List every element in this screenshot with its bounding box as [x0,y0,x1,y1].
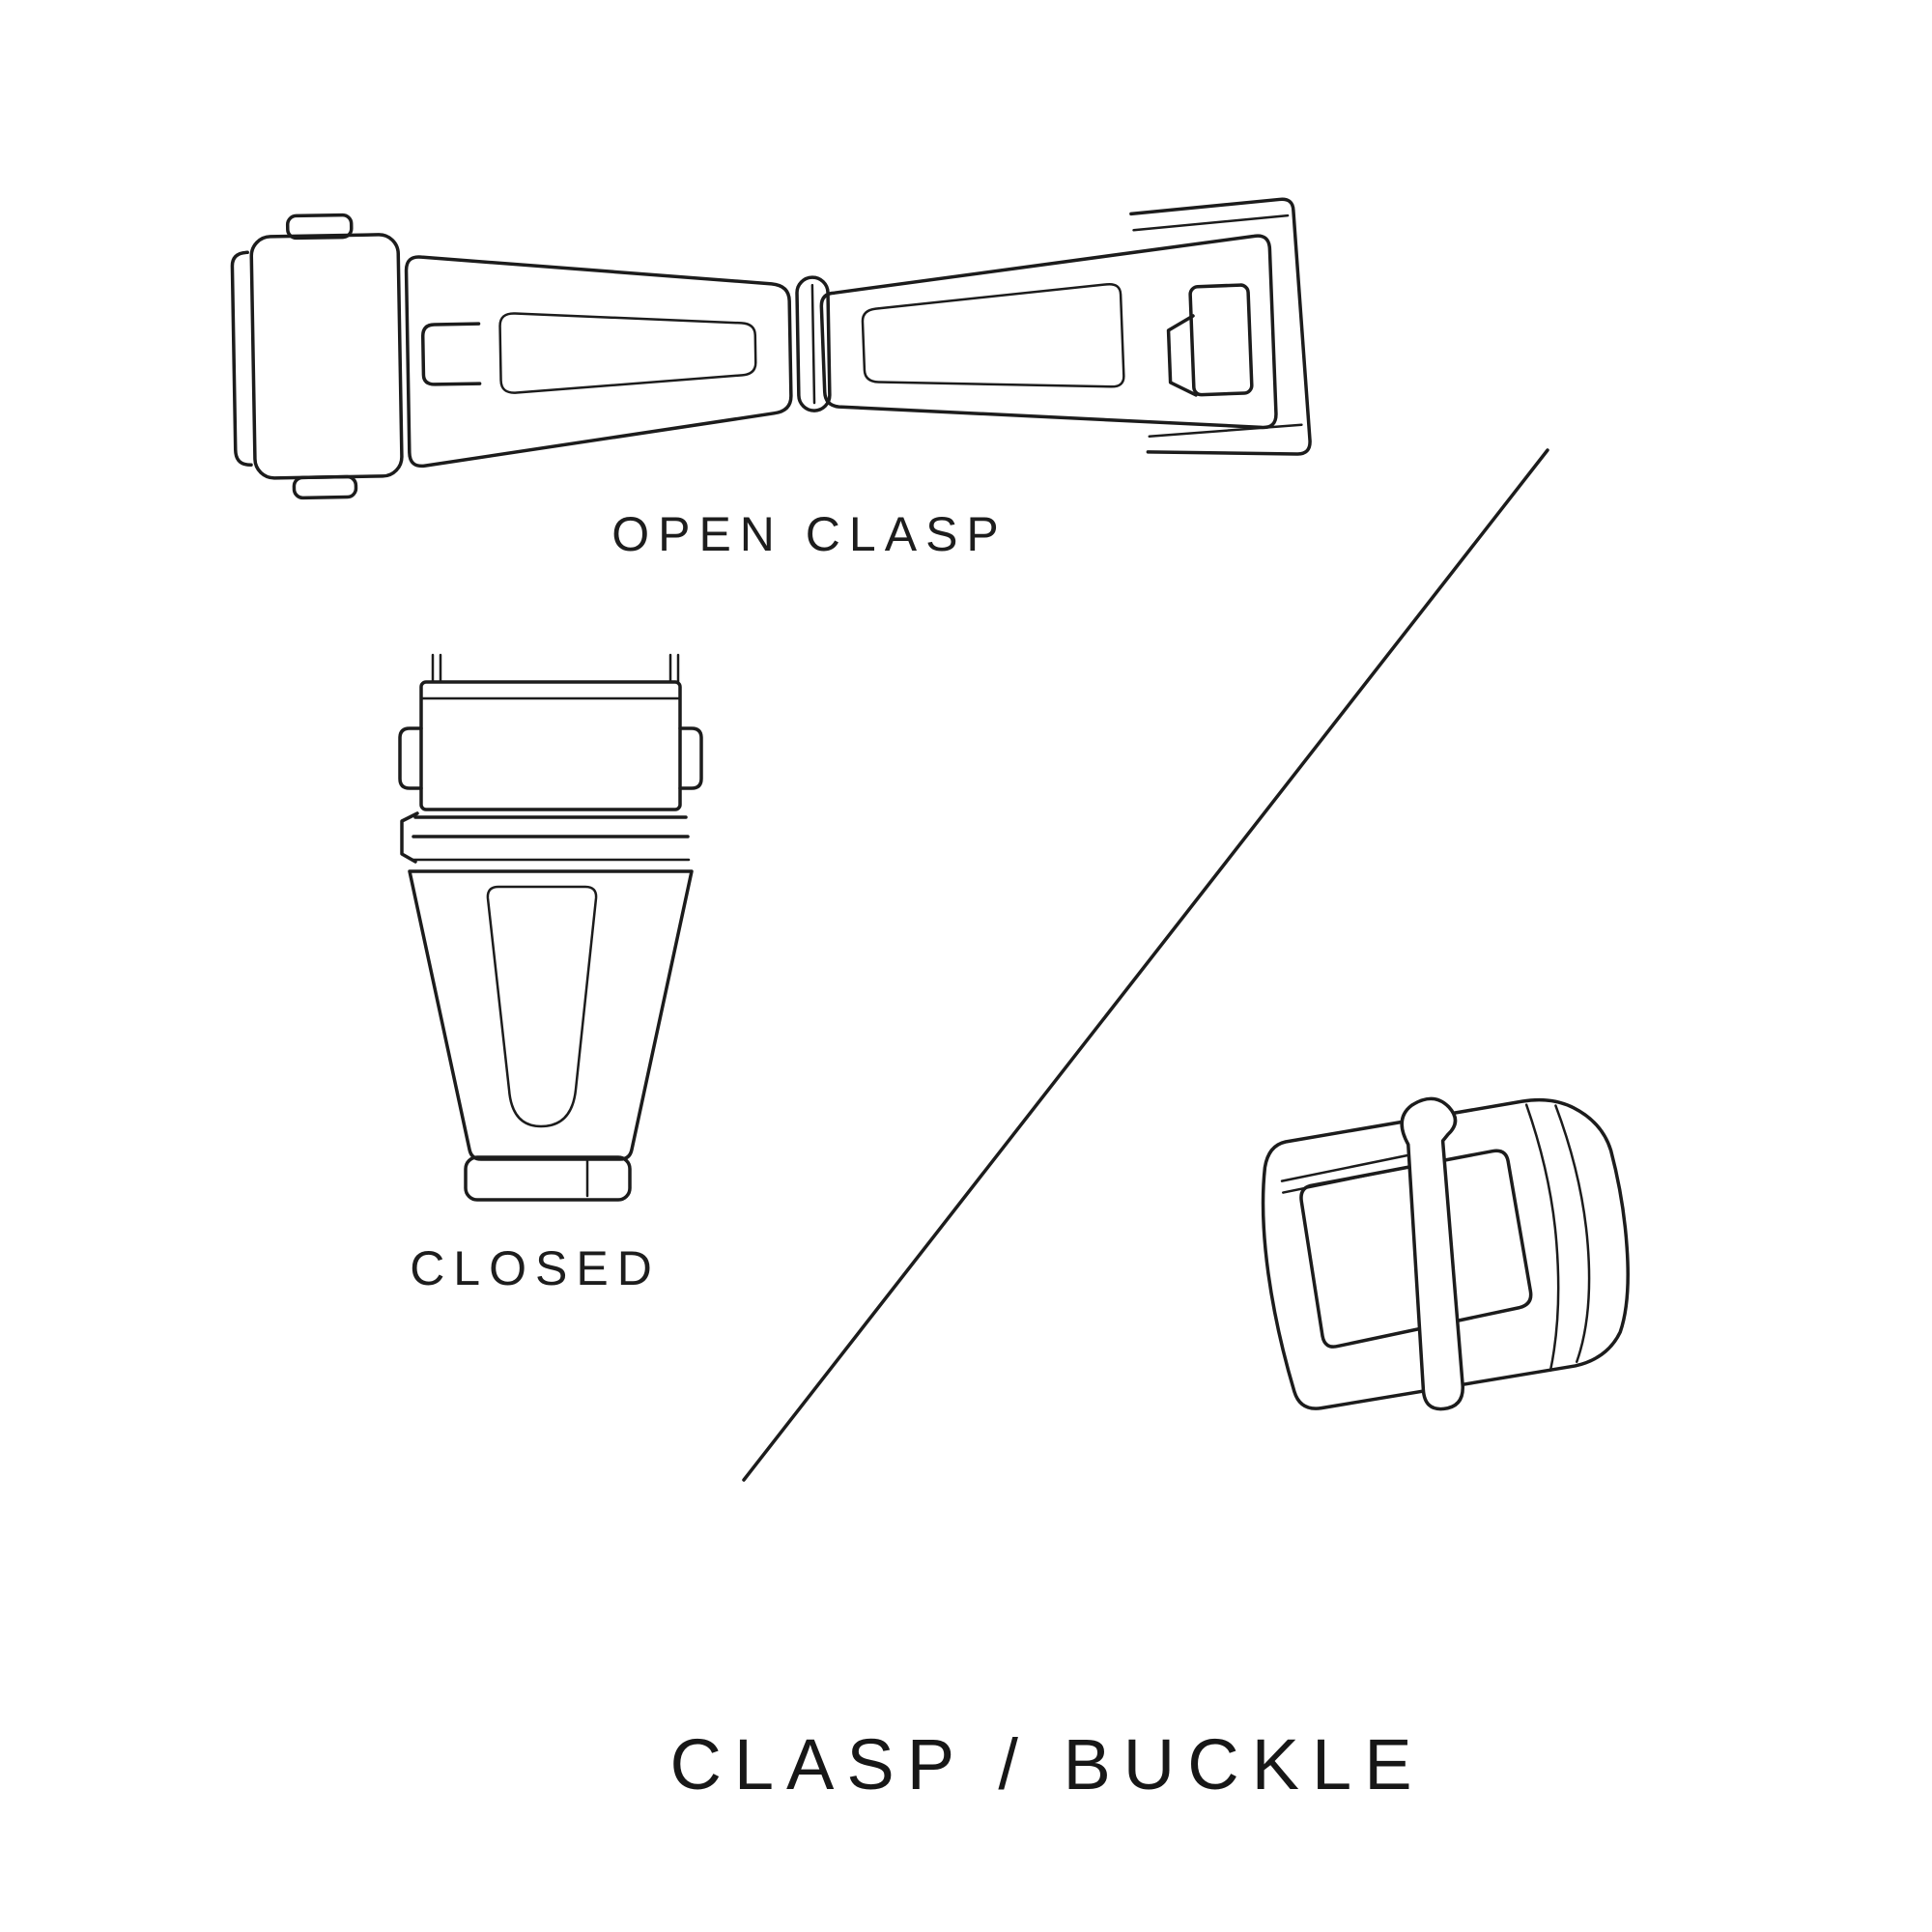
tang-buckle-illustration-icon [1261,1096,1630,1411]
open-clasp-caption: OPEN CLASP [611,507,1008,561]
closed-clasp-caption: CLOSED [410,1241,661,1295]
page-title: CLASP / BUCKLE [669,1724,1425,1804]
closed-clasp-illustration-icon [398,653,703,1202]
diagonal-divider-line [742,448,1549,1482]
open-clasp-illustration-icon [230,197,1312,500]
